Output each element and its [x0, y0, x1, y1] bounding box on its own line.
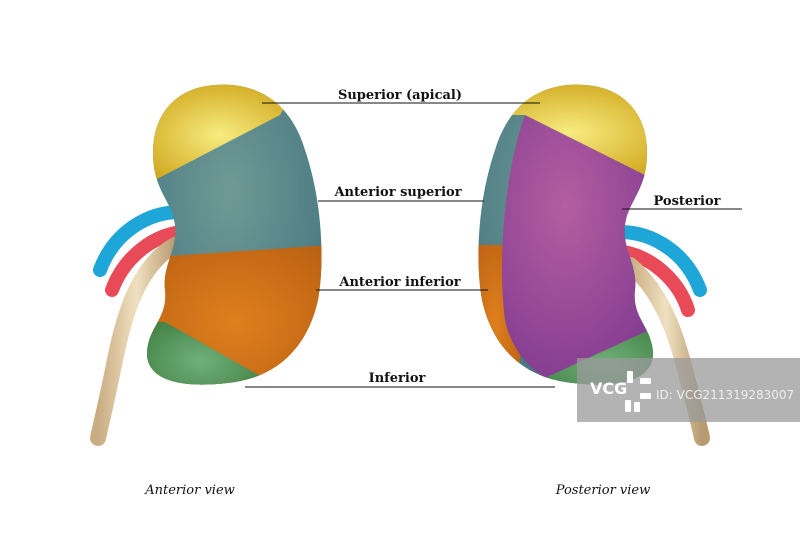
- label-anterior-superior: Anterior superior: [333, 185, 461, 200]
- label-superior: Superior (apical): [338, 88, 462, 103]
- watermark-id: ID: VCG211319283007: [656, 388, 794, 402]
- label-anterior-inferior: Anterior inferior: [338, 275, 460, 290]
- watermark-burst-icon: [625, 371, 651, 412]
- renal-vein: [93, 205, 187, 277]
- caption-posterior-view: Posterior view: [555, 483, 651, 498]
- segment-inferior: [146, 322, 262, 385]
- label-inferior: Inferior: [369, 371, 426, 386]
- renal-artery: [105, 225, 189, 297]
- caption-anterior-view: Anterior view: [144, 483, 235, 498]
- renal-artery: [615, 245, 695, 317]
- anterior-view-kidney: [90, 84, 322, 446]
- renal-vein: [613, 225, 707, 297]
- segment-superior: [146, 84, 300, 180]
- watermark-logo: VCG: [590, 379, 627, 398]
- label-posterior: Posterior: [654, 194, 721, 209]
- segment-posterior: [501, 115, 654, 378]
- watermark-background: [577, 358, 800, 422]
- ureter: [90, 237, 183, 446]
- watermark: VCG ID: VCG211319283007: [577, 358, 800, 422]
